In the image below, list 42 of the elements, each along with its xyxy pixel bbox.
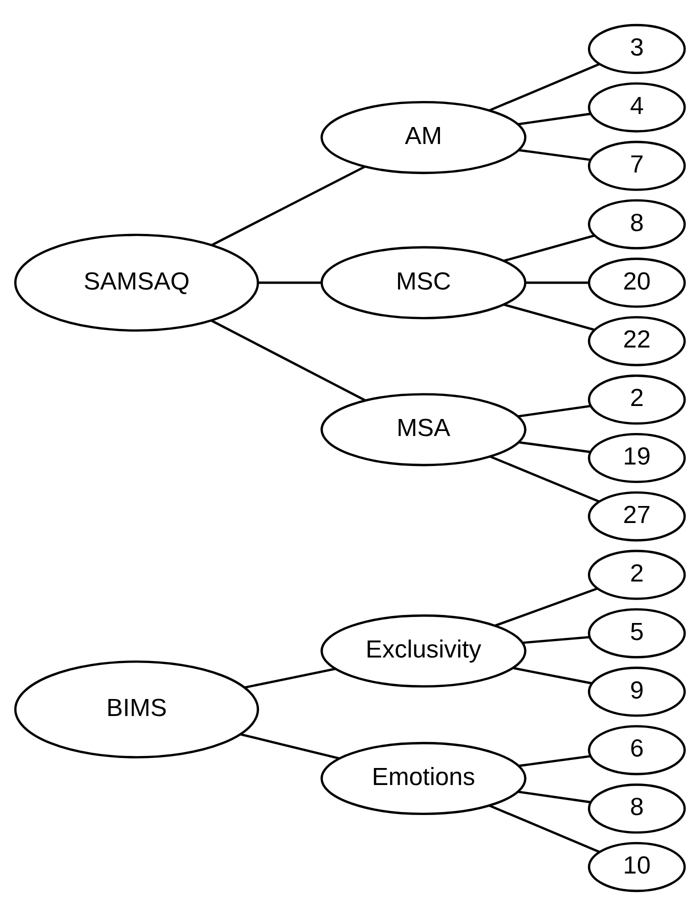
- node-ellipse: 7: [588, 140, 686, 190]
- node-ellipse: 5: [588, 608, 686, 658]
- connector: [494, 587, 598, 626]
- connector: [490, 455, 600, 502]
- node-ellipse: 3: [588, 23, 686, 74]
- node-ellipse: 19: [588, 432, 686, 483]
- node-ellipse: MSA: [320, 392, 526, 466]
- connector: [518, 790, 591, 803]
- connector: [504, 234, 595, 262]
- node-ellipse: 9: [588, 666, 686, 716]
- connector: [518, 754, 590, 766]
- connector: [504, 303, 595, 330]
- node-ellipse: 2: [588, 374, 686, 424]
- connector: [212, 165, 366, 246]
- node-ellipse: SAMSAQ: [14, 233, 260, 332]
- connector: [258, 281, 322, 284]
- node-ellipse: 8: [588, 783, 686, 834]
- connector: [210, 319, 366, 402]
- connector: [244, 667, 336, 688]
- node-ellipse: Exclusivity: [320, 614, 526, 688]
- node-ellipse: 22: [588, 316, 686, 366]
- connector: [518, 404, 591, 418]
- connector: [526, 281, 589, 284]
- node-ellipse: MSC: [320, 246, 526, 319]
- connector: [518, 440, 590, 453]
- node-ellipse: 6: [588, 724, 686, 775]
- connector: [512, 666, 592, 684]
- connector: [488, 62, 600, 112]
- node-ellipse: 27: [588, 490, 686, 541]
- node-ellipse: 20: [588, 257, 686, 308]
- connector: [518, 112, 591, 125]
- connector: [488, 804, 600, 853]
- node-ellipse: 4: [588, 82, 686, 132]
- connector: [522, 635, 590, 644]
- connector: [240, 732, 340, 759]
- connector: [518, 148, 590, 160]
- node-ellipse: BIMS: [14, 660, 260, 758]
- node-ellipse: 2: [588, 549, 686, 600]
- node-ellipse: AM: [320, 100, 526, 174]
- node-ellipse: 10: [588, 841, 686, 892]
- node-ellipse: 8: [588, 198, 686, 249]
- node-ellipse: Emotions: [320, 741, 526, 815]
